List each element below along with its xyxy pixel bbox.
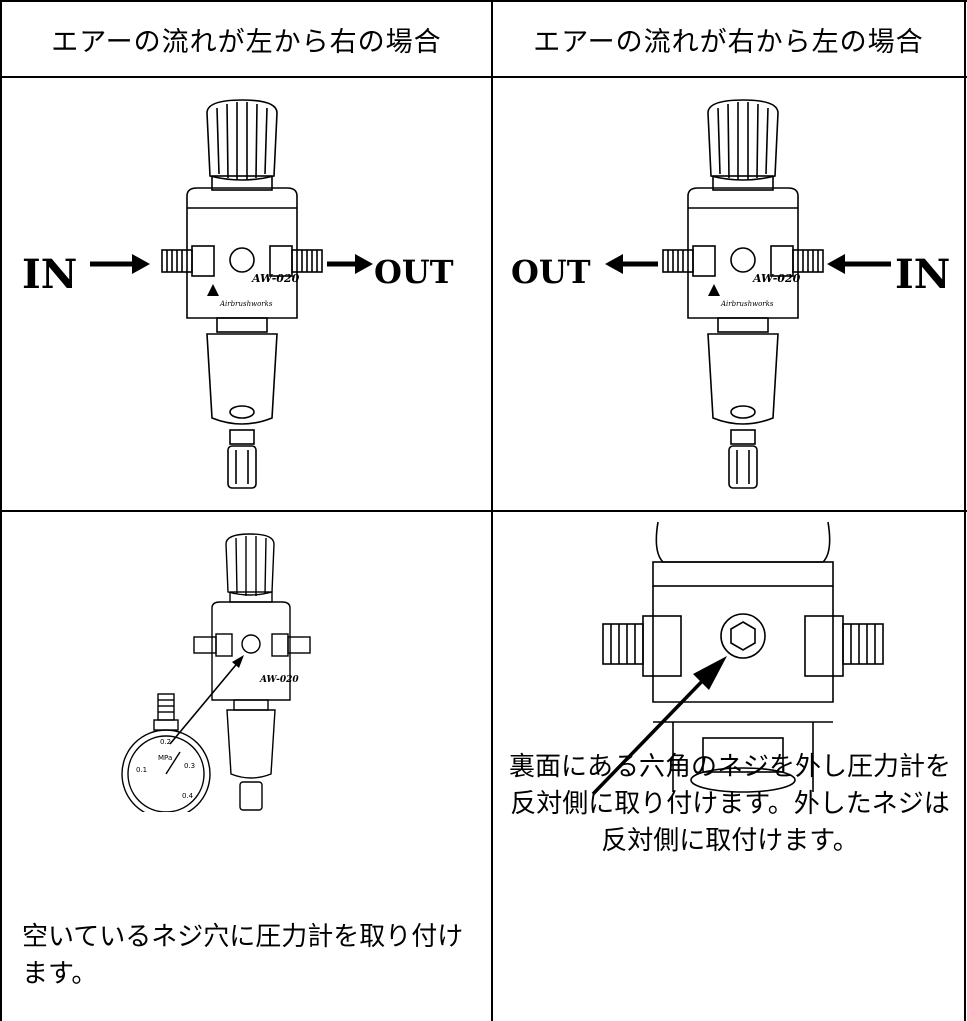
brand-label: Airbrushworks xyxy=(720,300,774,308)
brand-label: Airbrushworks xyxy=(219,300,273,308)
hex-screw-closeup-illustration xyxy=(591,521,884,796)
panel-flow-right-to-left: AW-020 Airbrushworks OUT IN xyxy=(493,78,964,510)
caption-move-screw: 裏面にある六角のネジを外し圧力計を反対側に取り付けます。外したネジは反対側に取付… xyxy=(507,749,953,860)
hex-screw-icon xyxy=(720,613,766,659)
in-label-left: IN xyxy=(22,251,77,298)
model-label: AW-020 xyxy=(251,272,300,285)
right-border xyxy=(964,0,966,1021)
brand-logo-mark xyxy=(708,284,720,296)
header-left: エアーの流れが左から右の場合 xyxy=(2,2,491,76)
row-divider xyxy=(0,510,967,512)
header-right-text: エアーの流れが右から左の場合 xyxy=(533,26,924,58)
gauge-tick-label: 0.4 xyxy=(182,792,194,800)
panel-flow-left-to-right: AW-020 Airbrushworks IN OUT xyxy=(2,78,491,510)
header-divider xyxy=(0,76,967,78)
gauge-tick-label: 0.1 xyxy=(136,766,147,774)
left-arrow-icon xyxy=(605,254,658,274)
regulator-illustration-left: AW-020 Airbrushworks IN OUT xyxy=(22,99,454,489)
gauge-tick-label: 0.3 xyxy=(184,762,195,770)
out-label-right: OUT xyxy=(511,253,591,291)
model-label: AW-020 xyxy=(752,272,801,285)
right-arrow-icon xyxy=(327,254,373,274)
caption-install-gauge: 空いているネジ穴に圧力計を取り付けます。 xyxy=(22,919,482,993)
panel-install-gauge: AW-020 MPa 0.1 0.2 0.3 0.4 空いているネジ穴に圧力計を… xyxy=(2,512,491,1021)
header-right: エアーの流れが右から左の場合 xyxy=(493,2,964,76)
top-border xyxy=(0,0,967,2)
pointer-arrow-icon xyxy=(591,656,727,796)
right-arrow-icon xyxy=(90,254,150,274)
pointer-arrow-icon xyxy=(169,655,244,745)
header-left-text: エアーの流れが左から右の場合 xyxy=(51,26,442,58)
caption-move-screw-text: 裏面にある六角のネジを外し圧力計を反対側に取り付けます。外したネジは反対側に取付… xyxy=(508,752,951,856)
gauge-unit-label: MPa xyxy=(158,754,172,762)
panel-move-screw: 裏面にある六角のネジを外し圧力計を反対側に取り付けます。外したネジは反対側に取付… xyxy=(493,512,964,1021)
left-border xyxy=(0,0,2,1021)
gauge-tick-label: 0.2 xyxy=(160,738,171,746)
model-label: AW-020 xyxy=(259,675,299,685)
center-divider xyxy=(491,0,493,1021)
caption-install-gauge-text: 空いているネジ穴に圧力計を取り付けます。 xyxy=(22,922,464,989)
brand-logo-mark xyxy=(207,284,219,296)
out-label-left: OUT xyxy=(374,253,454,291)
regulator-illustration-right: AW-020 Airbrushworks OUT IN xyxy=(511,99,950,489)
in-label-right: IN xyxy=(895,251,950,298)
left-arrow-icon xyxy=(827,254,891,274)
gauge-install-illustration: AW-020 MPa 0.1 0.2 0.3 0.4 xyxy=(121,533,311,812)
pressure-gauge-icon xyxy=(121,693,211,812)
